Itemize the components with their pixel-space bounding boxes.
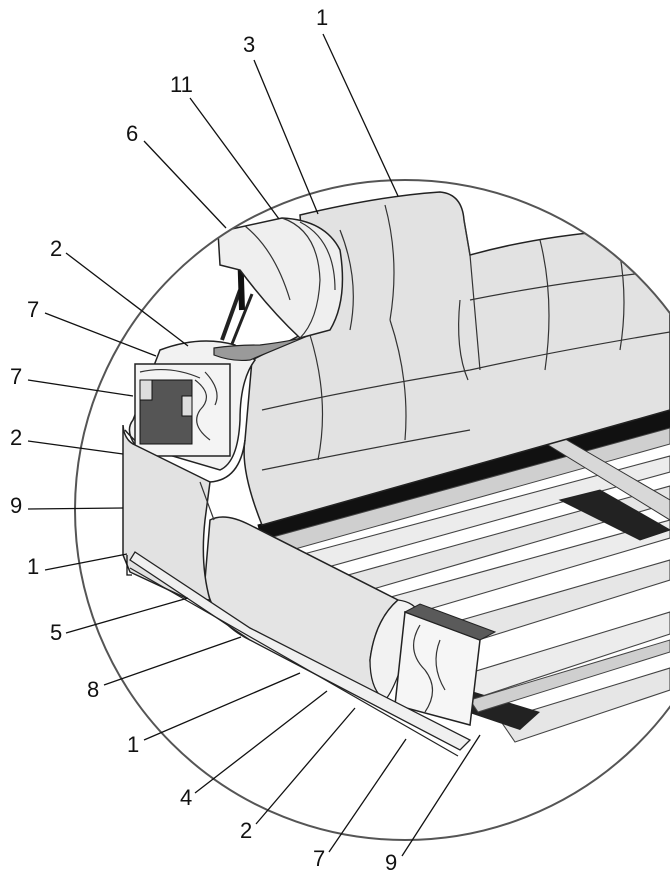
callout-label-l7b: 7 xyxy=(10,364,22,389)
callout-label-l8: 8 xyxy=(87,677,99,702)
callout-label-l9b: 9 xyxy=(385,850,397,874)
leader-line-l7b xyxy=(27,379,134,397)
leader-line-l6 xyxy=(143,140,227,229)
leader-line-l7a xyxy=(44,312,157,357)
callout-label-l1b: 1 xyxy=(27,554,39,579)
armrest-bolster xyxy=(204,516,497,726)
leader-line-l1a xyxy=(322,33,399,197)
leader-line-l1c xyxy=(143,672,301,741)
leader-line-l9a xyxy=(27,507,124,510)
headrest-cushion xyxy=(217,217,344,339)
callout-label-l5: 5 xyxy=(50,620,62,645)
callout-label-l4: 4 xyxy=(180,785,192,810)
callout-label-l6: 6 xyxy=(126,121,138,146)
callout-label-l7c: 7 xyxy=(313,846,325,871)
callout-label-l9a: 9 xyxy=(10,493,22,518)
callout-label-l2b: 2 xyxy=(10,425,22,450)
armrest-top xyxy=(124,340,257,483)
slats xyxy=(299,455,670,743)
leader-line-l4 xyxy=(194,690,328,794)
callout-label-l1a: 1 xyxy=(316,5,328,30)
leader-line-l7c xyxy=(328,738,407,853)
detail-view xyxy=(122,191,670,757)
callout-label-l7a: 7 xyxy=(27,297,39,322)
callout-label-l11: 11 xyxy=(170,72,193,97)
base-plinth xyxy=(129,551,472,751)
leader-line-l2b xyxy=(27,440,124,455)
callout-label-l1c: 1 xyxy=(127,732,139,757)
callout-label-l2c: 2 xyxy=(240,818,252,843)
leader-line-l8 xyxy=(103,636,242,686)
leader-line-l1b xyxy=(44,553,128,571)
callout-label-l2a: 2 xyxy=(50,236,62,261)
leader-line-l5 xyxy=(65,597,189,634)
leader-line-l3 xyxy=(253,59,319,215)
leader-line-l2a xyxy=(65,252,189,347)
leader-line-l9b xyxy=(401,734,481,857)
magnifier-circle xyxy=(74,179,670,841)
leader-line-l2c xyxy=(255,707,356,825)
callout-label-l3: 3 xyxy=(243,32,255,57)
leader-line-l11 xyxy=(189,97,280,220)
